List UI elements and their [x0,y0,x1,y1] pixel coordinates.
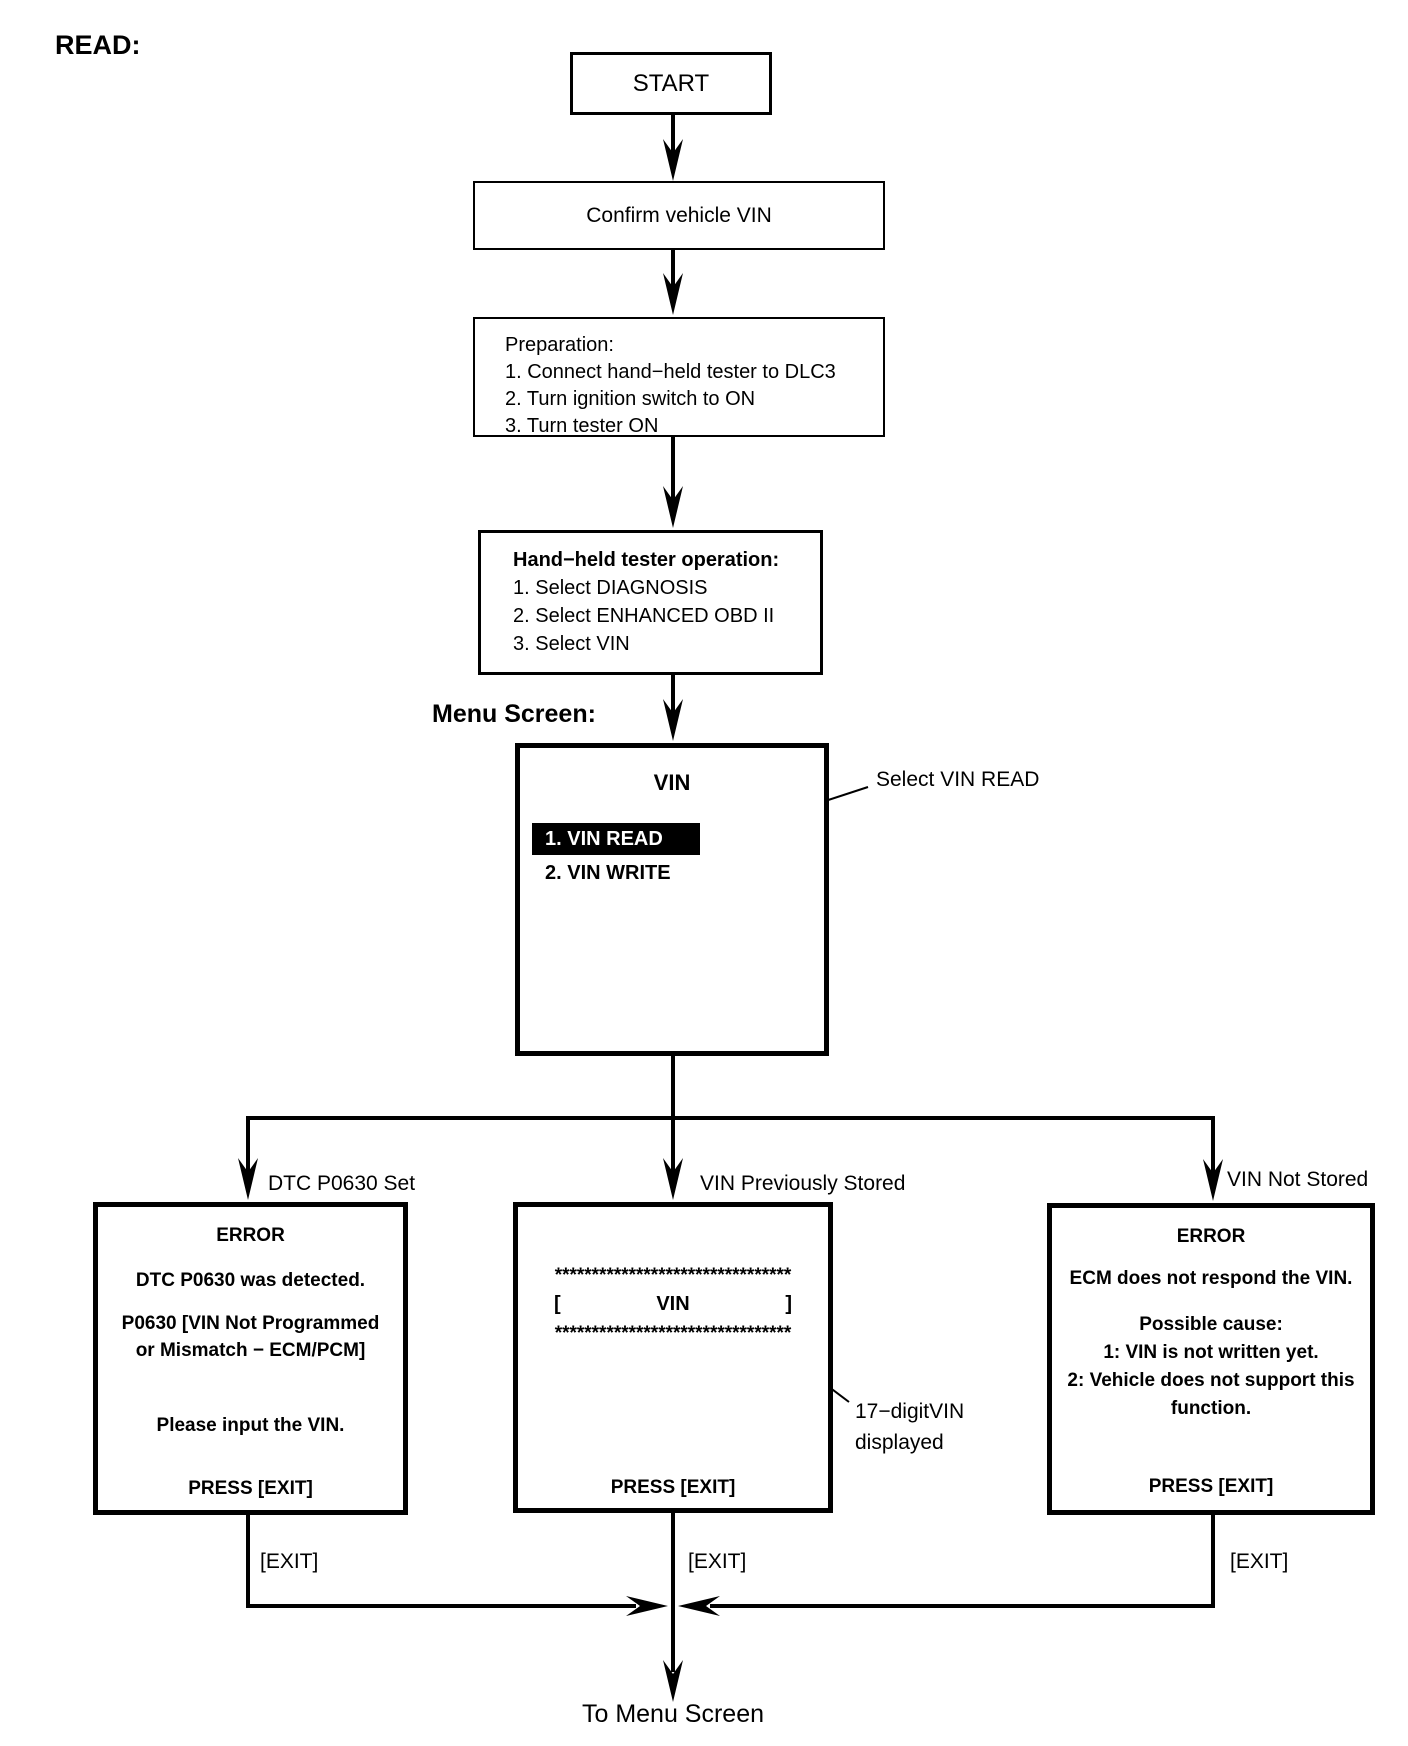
screen-dtc-error: ERROR DTC P0630 was detected. P0630 [VIN… [93,1202,408,1515]
screen-ecm-error-footer: PRESS [EXIT] [1148,1476,1274,1497]
screen-ecm-error-line: ECM does not respond the VIN. [1069,1268,1353,1289]
menu-item-vin-write: 2. VIN WRITE [545,862,671,884]
vin-digits-annotation: 17−digitVIN displayed [855,1396,964,1458]
screen-dtc-error-title: ERROR [216,1225,285,1246]
screen-ecm-error-title: ERROR [1176,1226,1246,1247]
screen-ecm-error-line: 2: Vehicle does not support this [1067,1370,1355,1391]
screen-dtc-error-line: P0630 [VIN Not Programmed [121,1313,380,1334]
arrowhead-operation [663,486,683,528]
arrowhead-branch-left [238,1158,258,1200]
preparation-step: 2. Turn ignition switch to ON [505,388,756,410]
page-title: READ: [55,30,141,60]
screen-vin-display-footer: PRESS [EXIT] [610,1477,736,1498]
screen-ecm-error-line: function. [1170,1398,1252,1419]
screen-dtc-error-line: DTC P0630 was detected. [135,1270,366,1291]
arrowhead-branch-right [1203,1159,1223,1201]
vin-digits-annotation-line: displayed [855,1431,944,1454]
branch-label-dtc-set: DTC P0630 Set [268,1172,416,1195]
node-preparation: Preparation: 1. Connect hand−held tester… [473,317,885,437]
arrowhead-menu [663,699,683,741]
node-confirm-vin: Confirm vehicle VIN [473,181,885,250]
preparation-step: 3. Turn tester ON [505,415,659,437]
tester-operation-step: 3. Select VIN [513,633,630,655]
arrowhead-confirm [663,139,683,181]
exit-label-right: [EXIT] [1230,1550,1289,1573]
node-start: START [570,52,772,115]
arrowhead-merge-from-right [678,1596,720,1616]
screen-ecm-error: ERROR ECM does not respond the VIN. Poss… [1047,1203,1375,1515]
exit-label-center: [EXIT] [688,1550,747,1573]
screen-dtc-error-footer: PRESS [EXIT] [188,1478,313,1499]
tester-operation-step: 1. Select DIAGNOSIS [513,577,708,599]
tester-operation-title: Hand−held tester operation: [513,549,780,571]
vin-display-title: VIN [656,1293,690,1315]
screen-ecm-error-line: Possible cause: [1139,1314,1283,1335]
arrowhead-merge-from-left [626,1596,668,1616]
menu-screen-label: Menu Screen: [432,700,596,728]
select-vin-read-annotation: Select VIN READ [876,768,1040,791]
vin-bracket-close: ] [785,1293,792,1315]
arrowhead-preparation [663,273,683,315]
exit-label-left: [EXIT] [260,1550,319,1573]
vin-display-row: [ VIN ] [518,1293,828,1316]
node-start-label: START [632,69,710,97]
screen-vin-display: ******************************** [ VIN ]… [513,1202,833,1513]
menu-screen-box: VIN 1. VIN READ 2. VIN WRITE [515,743,829,1056]
screen-dtc-error-line: Please input the VIN. [156,1415,345,1436]
vin-display-stars: ******************************** [554,1265,792,1286]
screen-ecm-error-line: 1: VIN is not written yet. [1103,1342,1319,1363]
tester-operation-step: 2. Select ENHANCED OBD II [513,605,775,627]
preparation-title: Preparation: [505,334,614,356]
screen-dtc-error-line: or Mismatch − ECM/PCM] [135,1340,366,1361]
node-tester-operation: Hand−held tester operation: 1. Select DI… [478,530,823,675]
vin-display-stars: ******************************** [554,1323,792,1344]
arrowhead-to-menu [663,1660,683,1702]
vin-digits-annotation-line: 17−digitVIN [855,1400,965,1423]
preparation-step: 1. Connect hand−held tester to DLC3 [505,361,836,383]
menu-title: VIN [653,770,691,795]
menu-item-vin-read: 1. VIN READ [532,823,700,855]
arrowhead-branch-center [663,1158,683,1200]
to-menu-screen-label: To Menu Screen [581,1700,765,1728]
branch-label-vin-stored: VIN Previously Stored [700,1172,906,1195]
vin-bracket-open: [ [554,1293,561,1315]
node-confirm-vin-label: Confirm vehicle VIN [586,203,772,227]
branch-label-vin-not-stored: VIN Not Stored [1227,1168,1369,1191]
